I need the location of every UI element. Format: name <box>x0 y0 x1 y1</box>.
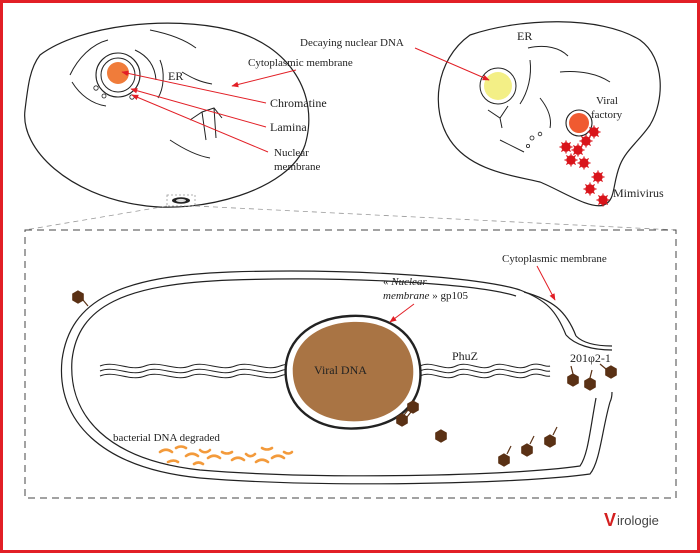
label-nm-word2: membrane <box>383 290 430 302</box>
virologie-logo: V irologie <box>604 510 659 530</box>
phage-particle <box>72 290 89 307</box>
bacterial-pole-top <box>565 334 613 351</box>
label-er-left: ER <box>168 69 183 83</box>
label-nuclear-membrane-gp105: « Nuclear <box>383 276 427 288</box>
phage-particle <box>403 400 419 416</box>
er-strand <box>539 97 551 129</box>
logo-letter: V <box>604 510 616 530</box>
zoom-source-box <box>166 194 196 207</box>
cell-membrane-left <box>24 22 310 208</box>
label-nm-open: « <box>383 276 391 288</box>
decaying-dna-mass <box>484 72 512 100</box>
nuclear-membrane-outer <box>95 52 141 98</box>
er-strand <box>71 81 107 107</box>
mimivirus-particles <box>559 125 610 207</box>
er-strand <box>559 71 611 83</box>
phage-particles <box>72 290 617 467</box>
label-mimivirus: Mimivirus <box>613 186 664 200</box>
label-cytoplasmic-membrane-top: Cytoplasmic membrane <box>248 57 353 69</box>
mimivirus-particle <box>577 156 591 170</box>
arrow-cytoplasmic-membrane-bottom <box>536 265 556 301</box>
logo-text: irologie <box>617 513 659 528</box>
bacterium-panel <box>24 229 677 499</box>
arrow-chromatine <box>121 70 267 104</box>
mimivirus-particle <box>564 153 578 167</box>
degraded-bacterial-dna <box>158 445 294 466</box>
label-er-right: ER <box>517 29 532 43</box>
label-nuclear-membrane-gp105-2: membrane » gp105 <box>383 290 468 302</box>
decaying-nucleus <box>479 67 517 105</box>
arrow-lamina <box>130 88 267 128</box>
label-nuclear-membrane-top: Nuclear <box>274 147 309 159</box>
phage-particle <box>498 445 512 467</box>
label-nuclear-membrane-top-2: membrane <box>274 161 321 173</box>
er-strand <box>519 59 531 105</box>
er-strand <box>134 49 157 81</box>
label-cytoplasmic-membrane-bottom: Cytoplasmic membrane <box>502 253 607 265</box>
label-decaying-dna: Decaying nuclear DNA <box>300 37 404 49</box>
phage-particle <box>567 365 579 387</box>
mimivirus-particle <box>596 193 610 207</box>
er-strand <box>149 29 197 49</box>
label-phage: 201φ2-1 <box>570 351 611 365</box>
mimivirus-particle <box>583 182 597 196</box>
label-chromatine: Chromatine <box>270 96 327 110</box>
arrow-cytoplasmic-membrane <box>231 69 297 88</box>
label-lamina: Lamina <box>270 120 307 134</box>
phage-particle <box>435 429 447 443</box>
mimivirus-particle <box>571 143 585 157</box>
er-strand <box>487 105 509 129</box>
phuz-filaments <box>99 363 551 379</box>
label-nm-word1: Nuclear <box>390 276 427 288</box>
eukaryotic-cell <box>24 22 310 208</box>
zoom-connector <box>24 194 677 231</box>
label-viral-dna: Viral DNA <box>314 363 367 377</box>
vesicle <box>93 85 99 91</box>
label-bacterial-dna: bacterial DNA degraded <box>113 432 220 444</box>
er-strand <box>499 139 525 153</box>
viral-dna-mass <box>292 321 414 422</box>
vesicle <box>537 131 543 137</box>
chromatin-mass <box>107 62 129 84</box>
phage-particle <box>584 369 596 391</box>
bacterial-membrane-outer <box>60 270 611 485</box>
er-strand <box>181 71 213 85</box>
phage-particle <box>599 363 617 379</box>
er-strand <box>201 107 217 141</box>
infected-cell <box>437 21 661 207</box>
label-viral-factory-2: factory <box>591 109 623 121</box>
viral-factory-core <box>569 113 589 133</box>
arrow-nuclear-membrane-gp105 <box>389 303 415 323</box>
label-phuz: PhuZ <box>452 349 478 363</box>
vesicle <box>101 93 107 99</box>
mimivirus-particle <box>587 125 601 139</box>
vesicle <box>526 143 531 148</box>
mimivirus-particle <box>591 170 605 184</box>
label-viral-factory: Viral <box>596 95 618 107</box>
er-strand <box>527 45 569 57</box>
bacterium <box>60 270 613 485</box>
arrow-decaying-dna <box>414 47 490 81</box>
er-strand <box>157 59 164 99</box>
vesicle <box>529 135 535 141</box>
cell-membrane-right <box>437 21 661 207</box>
bacterial-membrane-inner <box>71 278 597 477</box>
phage-particle <box>396 411 412 427</box>
arrow-nuclear-membrane <box>131 94 269 153</box>
phage-particle <box>521 435 535 457</box>
mimivirus-particle <box>559 140 573 154</box>
er-strand <box>69 39 109 76</box>
phage-particle <box>544 426 558 448</box>
mimivirus-particle <box>579 134 593 148</box>
er-strand <box>169 139 211 159</box>
label-nm-close: » gp105 <box>429 290 468 302</box>
bacterial-pole-bottom <box>609 391 613 403</box>
bacterial-pole-top-inner <box>575 335 613 347</box>
